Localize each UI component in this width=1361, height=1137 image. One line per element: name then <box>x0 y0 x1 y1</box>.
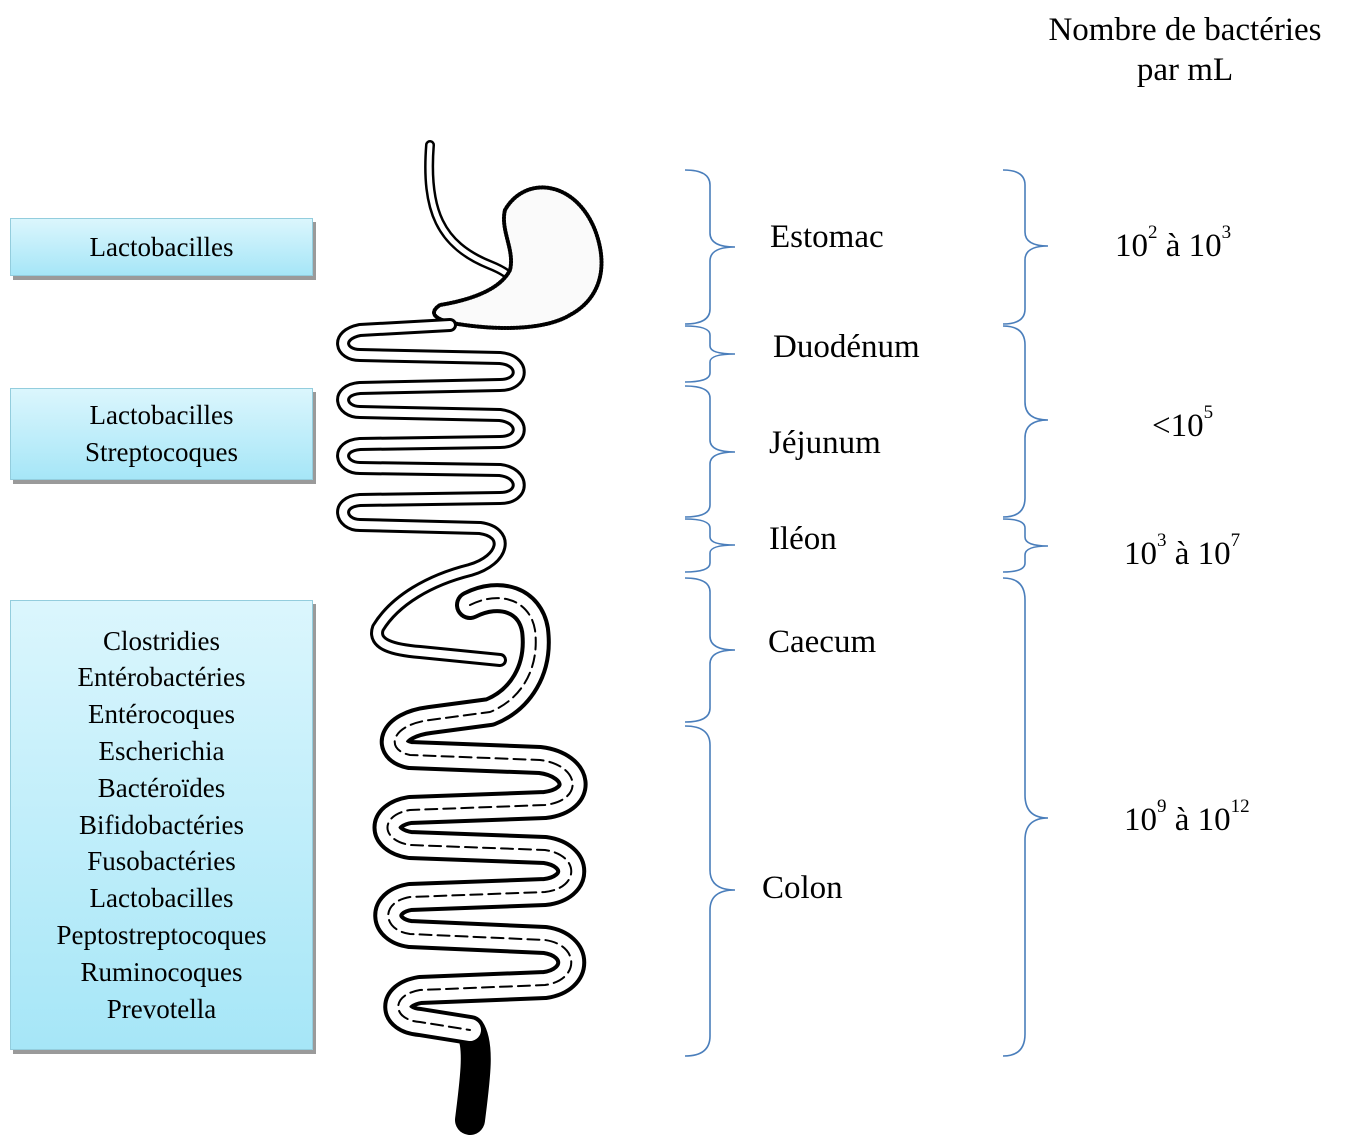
count-duodenum-jejunum: <105 <box>1152 402 1214 444</box>
count-bracket-1 <box>1002 169 1049 325</box>
count-caecum-colon: 109 à 1012 <box>1124 796 1250 838</box>
small-intestine-lumen <box>339 321 523 664</box>
bacteria-box-stomach: Lactobacilles <box>10 218 313 276</box>
segment-ileon: Iléon <box>769 521 837 557</box>
count-bracket-2 <box>1002 325 1049 518</box>
segment-brackets <box>684 169 736 1057</box>
bacteria-name: Bactéroïdes <box>97 772 226 803</box>
bacteria-name: Escherichia <box>98 736 225 766</box>
bracket-colon <box>684 725 736 1057</box>
count-column-title: Nombre de bactéries par mL <box>1020 10 1350 90</box>
count-title-line1: Nombre de bactéries <box>1048 12 1322 48</box>
count-brackets <box>1002 169 1049 1057</box>
colon-inner <box>386 597 574 1031</box>
bacteria-name: Prevotella <box>106 993 217 1024</box>
segment-estomac: Estomac <box>770 219 884 255</box>
count-estomac: 102 à 103 <box>1115 222 1232 264</box>
count-bracket-3 <box>1002 518 1049 573</box>
bacteria-name: Streptocoques <box>85 437 238 467</box>
bacteria-name: Peptostreptocoques <box>56 919 267 950</box>
bracket-jejunum <box>684 385 736 518</box>
bracket-duodenum <box>684 325 736 383</box>
bacteria-name: Bifidobactéries <box>79 809 244 840</box>
segment-caecum: Caecum <box>768 624 877 660</box>
bacteria-name: Entérocoques <box>88 699 235 730</box>
bacteria-name: Lactobacilles <box>89 400 234 431</box>
segment-duodenum: Duodénum <box>773 329 920 365</box>
bacteria-name: Fusobactéries <box>87 846 236 877</box>
bacteria-name: Entérobactéries <box>77 662 246 693</box>
bacteria-box-small-intestine: Lactobacilles Streptocoques <box>10 388 313 480</box>
bacteria-name: Ruminocoques <box>80 956 243 987</box>
bacteria-name: Clostridies <box>102 625 220 656</box>
count-ileon: 103 à 107 <box>1124 530 1241 572</box>
bacteria-name: Lactobacilles <box>89 883 234 914</box>
stomach <box>432 185 604 330</box>
bacteria-box-colon: Clostridies Entérobactéries Entérocoques… <box>10 600 313 1050</box>
bacteria-name: Lactobacilles <box>89 231 234 262</box>
bracket-ileon <box>684 518 736 573</box>
segment-colon: Colon <box>762 870 843 906</box>
segment-jejunum: Jéjunum <box>769 425 881 461</box>
count-bracket-4 <box>1002 577 1049 1057</box>
count-title-line2: par mL <box>1136 52 1234 88</box>
bracket-estomac <box>684 169 736 325</box>
bracket-caecum <box>684 577 736 723</box>
digestive-tract-illustration <box>336 140 604 1135</box>
